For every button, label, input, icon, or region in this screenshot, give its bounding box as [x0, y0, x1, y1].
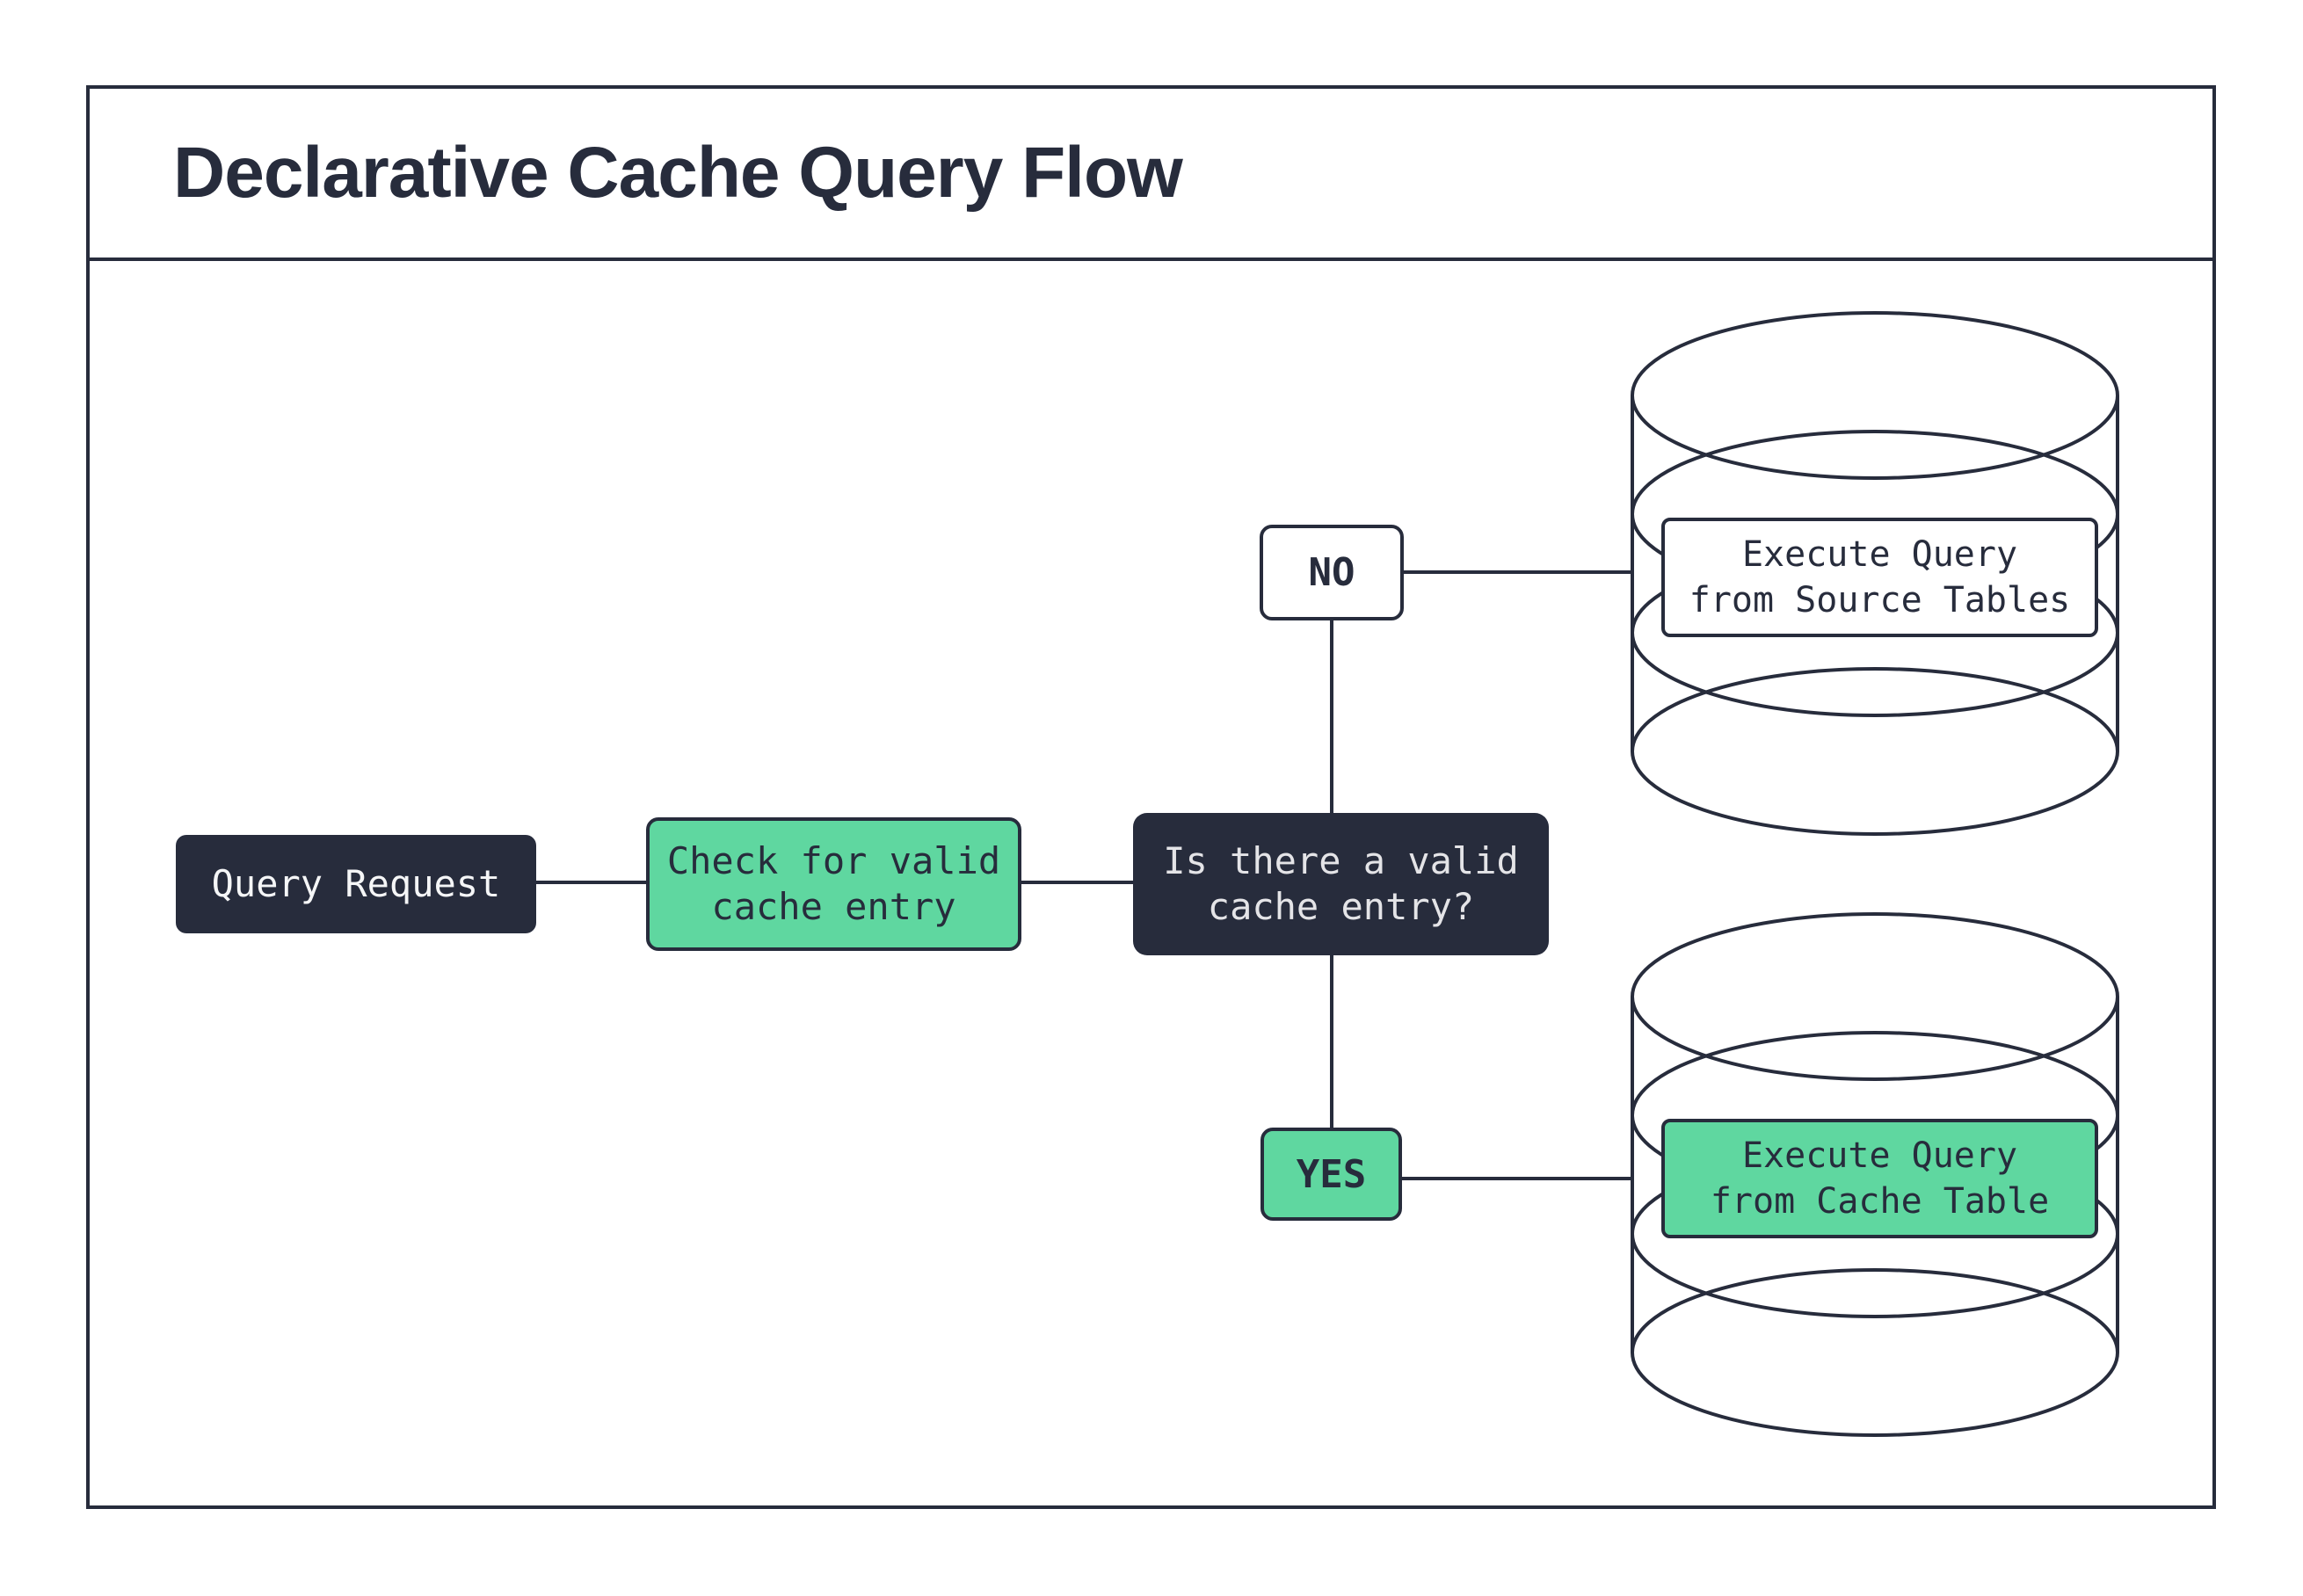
- connector-no-to-source-db: [1404, 570, 1632, 574]
- connector-decision-to-yes: [1330, 955, 1333, 1128]
- connector-query-to-check: [536, 881, 646, 884]
- diagram-title: Declarative Cache Query Flow: [173, 133, 1183, 213]
- node-label-line: from Cache Table: [1710, 1181, 2050, 1222]
- node-label-line: Execute Query: [1741, 534, 2018, 575]
- connector-decision-to-no: [1330, 620, 1333, 813]
- node-label-line: cache entry: [711, 885, 956, 928]
- node-no-branch: NO: [1260, 525, 1404, 620]
- diagram-header: Declarative Cache Query Flow: [90, 89, 2212, 261]
- connector-check-to-decision: [1021, 881, 1133, 884]
- connector-yes-to-cache-db: [1402, 1177, 1632, 1180]
- node-label-line: Is there a valid: [1163, 838, 1519, 882]
- diagram-frame: Declarative Cache Query Flow: [86, 85, 2216, 1509]
- node-label: Query Request: [211, 861, 501, 905]
- node-execute-query-source-tables: Execute Query from Source Tables: [1661, 518, 2098, 637]
- node-label-line: from Source Tables: [1689, 580, 2071, 620]
- node-label-line: Execute Query: [1741, 1135, 2018, 1176]
- node-execute-query-cache-table: Execute Query from Cache Table: [1661, 1119, 2098, 1238]
- node-query-request: Query Request: [176, 835, 536, 933]
- node-is-there-valid-cache-entry: Is there a valid cache entry?: [1133, 813, 1549, 955]
- node-label: YES: [1296, 1151, 1367, 1197]
- node-label-line: Check for valid: [666, 838, 1001, 882]
- node-label-line: cache entry?: [1207, 885, 1475, 928]
- node-check-for-valid-cache-entry: Check for valid cache entry: [646, 817, 1021, 951]
- node-label: NO: [1308, 550, 1355, 595]
- node-yes-branch: YES: [1260, 1128, 1402, 1221]
